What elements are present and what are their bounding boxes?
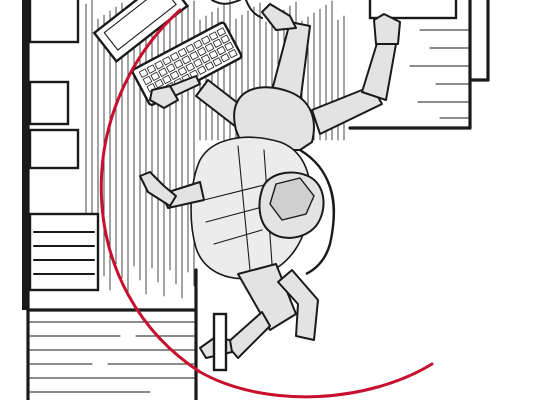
keyboard-key: [138, 68, 149, 78]
keyboard-key: [150, 71, 160, 81]
keyboard-key: [216, 27, 227, 37]
keyboard-key: [216, 45, 226, 56]
keyboard-key: [197, 65, 207, 75]
keyboard-key: [200, 54, 211, 64]
computer-monitor: [92, 0, 190, 63]
phone-receiver: [212, 312, 228, 372]
keyboard-key: [185, 62, 195, 72]
keyboard-key: [204, 42, 215, 53]
right-hand-desk: [373, 13, 401, 45]
keyboard-key: [224, 41, 234, 51]
left-shelving-unit: [22, 0, 198, 312]
left-hand-chest: [139, 171, 177, 207]
chair-back-inner: [307, 155, 336, 243]
keyboard-key: [193, 58, 203, 68]
keyboard-key: [201, 35, 211, 45]
seated-worker: [139, 3, 401, 359]
right-arm-desk: [311, 85, 383, 135]
torso-segments: [203, 145, 273, 271]
keyboard-key: [166, 63, 176, 73]
shelf-cubby: [28, 80, 70, 126]
reach-zone-arc: [99, 8, 434, 399]
upper-back: [233, 86, 315, 151]
keyboard-key: [154, 78, 164, 89]
right-desk-document: [368, 0, 458, 20]
lower-desk-block: [26, 268, 198, 400]
shelf-wall-edge: [22, 0, 28, 310]
keyboard-key: [173, 59, 184, 69]
left-hand-keyboard: [149, 85, 179, 109]
keyboard-key: [154, 60, 164, 70]
keyboard-key: [162, 56, 172, 66]
head-top: [269, 177, 315, 221]
right-desk: [348, 0, 490, 130]
phone-cable: [211, 0, 263, 19]
keyboard-key: [189, 51, 199, 61]
keyboard-key: [204, 61, 215, 71]
keyboard-key: [228, 49, 238, 59]
keyboard-key: [169, 70, 180, 80]
keyboard-key: [193, 39, 203, 49]
left-thigh: [277, 269, 319, 341]
cable-line: [211, 0, 241, 5]
keyboard-key: [220, 53, 230, 63]
keyboard-key: [212, 57, 223, 67]
keyboard-key: [220, 34, 230, 44]
keyboard-key: [177, 66, 188, 76]
keyboard-key: [181, 55, 192, 65]
keyboard-key: [146, 64, 157, 74]
right-desk-grain: [409, 29, 469, 119]
keyboard-key: [142, 75, 153, 86]
keyboard-key: [169, 52, 180, 62]
keyboard-key: [158, 67, 168, 77]
keyboard-key: [162, 74, 172, 85]
keyboard-key: [212, 38, 223, 48]
drawer-unit: [28, 212, 100, 292]
shelf-cubby: [28, 0, 80, 44]
lower-desk-grain: [29, 321, 195, 393]
keyboard-key: [208, 50, 219, 60]
right-forearm-desk: [361, 39, 397, 101]
right-hand-up: [261, 3, 297, 31]
cable-line: [245, 0, 263, 19]
keyboard-key: [185, 43, 195, 54]
desk-phone: [212, 312, 228, 372]
monitor-screen: [103, 0, 177, 51]
keyboard-key: [208, 31, 219, 41]
torso: [190, 136, 312, 280]
keyboard-key: [197, 46, 207, 57]
shelf-cubby: [28, 128, 80, 170]
monitor-body: [92, 0, 190, 63]
keyboard-key: [177, 47, 188, 58]
